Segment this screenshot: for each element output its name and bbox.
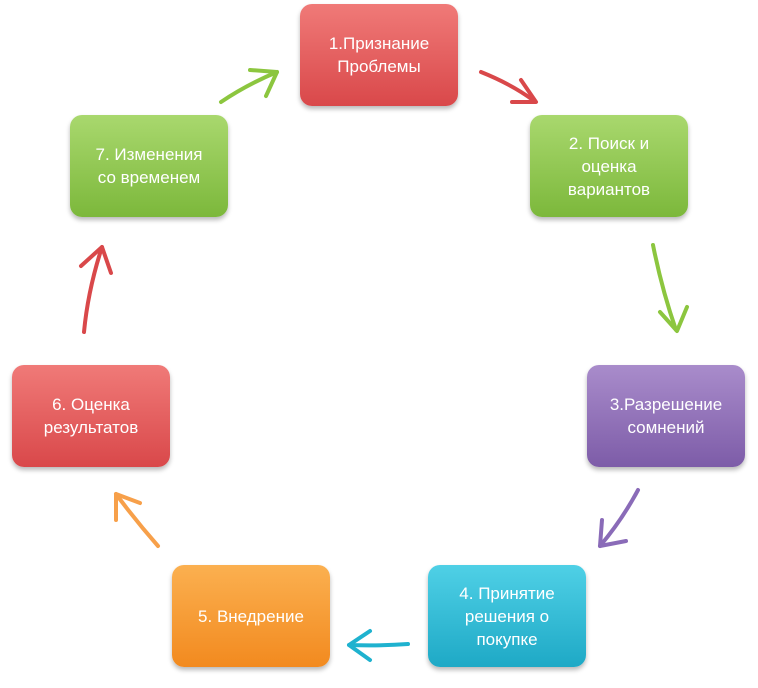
arrow-3-to-4 — [598, 488, 640, 548]
arrow-6-to-7 — [79, 245, 113, 334]
arrow-5-to-6 — [114, 492, 160, 548]
step-2-search-evaluation: 2. Поиск и оценка вариантов — [530, 115, 688, 217]
arrow-1-to-2 — [479, 70, 538, 104]
arrow-4-to-5 — [347, 629, 410, 662]
step-5-implementation: 5. Внедрение — [172, 565, 330, 667]
step-1-problem-recognition: 1.Признание Проблемы — [300, 4, 458, 106]
step-4-purchase-decision: 4. Принятие решения о покупке — [428, 565, 586, 667]
step-7-changes-over-time: 7. Изменения со временем — [70, 115, 228, 217]
arrow-7-to-1 — [219, 68, 279, 104]
step-3-resolve-doubts: 3.Разрешение сомнений — [587, 365, 745, 467]
step-6-results-evaluation: 6. Оценка результатов — [12, 365, 170, 467]
arrow-2-to-3 — [651, 243, 689, 333]
